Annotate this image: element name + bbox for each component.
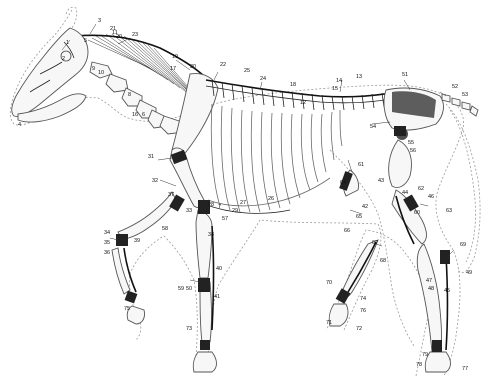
callout-37: 37 <box>168 192 174 198</box>
callout-77: 77 <box>462 366 468 372</box>
callout-72: 72 <box>356 326 362 332</box>
callout-6: 6 <box>142 112 145 118</box>
pelvic-lig-block <box>394 126 406 136</box>
callout-54: 54 <box>370 124 376 130</box>
callout-71: 71 <box>326 320 332 326</box>
callout-27: 27 <box>240 200 246 206</box>
callout-32: 32 <box>152 178 158 184</box>
callout-23: 23 <box>132 32 138 38</box>
callout-10: 10 <box>98 70 104 76</box>
fore-pastern-joint <box>200 340 210 350</box>
femur <box>389 140 412 188</box>
rib-cage <box>208 104 342 212</box>
callout-12: 12 <box>300 100 306 106</box>
callout-17: 17 <box>170 66 176 72</box>
callout-20: 20 <box>116 34 122 40</box>
callout-2: 2 <box>62 56 65 62</box>
callout-25: 25 <box>244 68 250 74</box>
callout-60: 60 <box>414 210 420 216</box>
callout-43: 43 <box>378 178 384 184</box>
callout-14: 14 <box>336 78 342 84</box>
callout-15: 15 <box>332 86 338 92</box>
callout-22: 22 <box>220 62 226 68</box>
callout-68: 68 <box>380 258 386 264</box>
callout-47: 47 <box>426 278 432 284</box>
callout-69: 69 <box>460 242 466 248</box>
hind-fetlock-joint <box>432 340 442 352</box>
callout-36: 36 <box>104 250 110 256</box>
callout-66: 66 <box>344 228 350 234</box>
callout-26: 26 <box>268 196 274 202</box>
callout-16: 16 <box>132 112 138 118</box>
second-hind-ligament <box>348 242 376 292</box>
raised-foreleg-cannon <box>112 248 130 294</box>
callout-53: 53 <box>462 92 468 98</box>
callout-labels: 1234567891011121314151617181920212223242… <box>18 18 472 372</box>
callout-39: 39 <box>134 238 140 244</box>
callout-78: 78 <box>416 362 422 368</box>
callout-8: 8 <box>128 92 131 98</box>
callout-52: 52 <box>452 84 458 90</box>
callout-1: 1 <box>66 40 69 46</box>
callout-34: 34 <box>104 230 110 236</box>
callout-31: 31 <box>148 154 154 160</box>
fore-flexor-ligament <box>212 226 214 330</box>
callout-59: 59 <box>178 286 184 292</box>
callout-79: 79 <box>422 352 428 358</box>
callout-76: 76 <box>360 308 366 314</box>
callout-70: 70 <box>326 280 332 286</box>
callout-64: 64 <box>340 180 346 186</box>
callout-51: 51 <box>402 72 408 78</box>
callout-4: 4 <box>18 122 21 128</box>
callout-46: 46 <box>428 194 434 200</box>
callout-35: 35 <box>104 240 110 246</box>
callout-38: 38 <box>208 232 214 238</box>
callout-62: 62 <box>418 186 424 192</box>
callout-21: 21 <box>110 26 116 32</box>
callout-75: 75 <box>124 306 130 312</box>
callout-42: 42 <box>362 204 368 210</box>
hind-cannon <box>417 244 441 352</box>
callout-41: 41 <box>214 294 220 300</box>
callout-50: 50 <box>186 286 192 292</box>
callout-55: 55 <box>408 140 414 146</box>
fore-fetlock-joint <box>198 278 210 292</box>
callout-13: 13 <box>356 74 362 80</box>
callout-58: 58 <box>162 226 168 232</box>
callout-30: 30 <box>190 64 196 70</box>
callout-65: 65 <box>356 214 362 220</box>
fore-radius <box>196 210 212 278</box>
callout-3: 3 <box>98 18 101 24</box>
callout-33: 33 <box>186 208 192 214</box>
sternum <box>204 204 290 213</box>
callout-29: 29 <box>232 208 238 214</box>
hind-hock-block <box>440 250 450 264</box>
callout-19: 19 <box>172 54 178 60</box>
callout-61: 61 <box>358 162 364 168</box>
callout-9: 9 <box>92 66 95 72</box>
callout-40: 40 <box>216 266 222 272</box>
callout-63: 63 <box>446 208 452 214</box>
callout-45: 45 <box>444 288 450 294</box>
raised-foreleg-upper <box>118 192 176 240</box>
callout-67: 67 <box>372 240 378 246</box>
fore-hoof <box>193 352 216 372</box>
callout-28: 28 <box>208 202 214 208</box>
callout-49: 49 <box>466 270 472 276</box>
callout-56: 56 <box>410 148 416 154</box>
callout-5: 5 <box>84 38 87 44</box>
callout-44: 44 <box>402 190 408 196</box>
callout-24: 24 <box>260 76 266 82</box>
callout-73: 73 <box>186 326 192 332</box>
hind-hoof <box>425 352 450 372</box>
callout-48: 48 <box>428 286 434 292</box>
hind-suspensory-ligament <box>446 256 448 350</box>
callout-18: 18 <box>290 82 296 88</box>
callout-7: 7 <box>218 204 221 210</box>
callout-57: 57 <box>222 216 228 222</box>
callout-74: 74 <box>360 296 366 302</box>
